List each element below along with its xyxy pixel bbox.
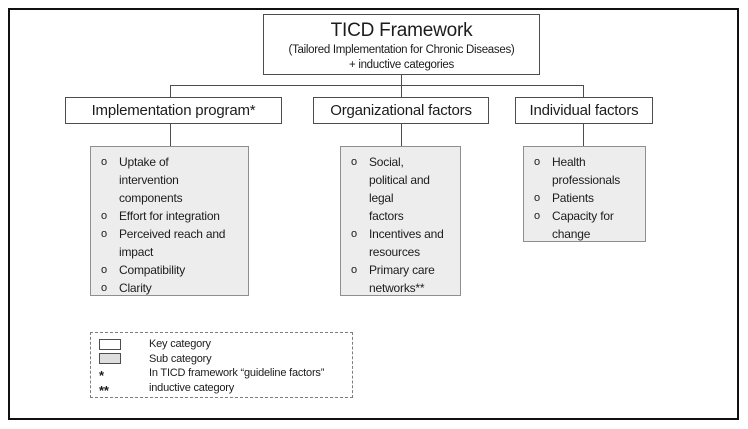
legend-symbol-cell [99,338,149,350]
list-item: o Clarity [99,279,244,297]
list-item-text: Patients [552,191,594,205]
list-item: o Social, political and legal factors [349,153,456,225]
connector-stub-organizational [401,124,402,146]
bullet-icon: o [101,264,107,276]
list-item-text: Health professionals [552,155,621,187]
connector-stub-implementation [170,124,171,146]
legend-row-double-asterisk: ** inductive category [99,380,346,398]
root-box-ticd-framework: TICD Framework (Tailored Implementation … [263,14,540,75]
bullet-icon: o [534,210,540,222]
connector-stub-individual [583,124,584,146]
legend-symbol-cell [99,353,149,365]
connector-drop-organizational [401,85,402,97]
list-item-text: Clarity [119,281,152,295]
connector-root-stem [401,75,402,85]
asterisk-icon: * [99,368,104,384]
connector-drop-implementation [170,85,171,97]
legend-label: Key category [149,338,211,351]
legend-label: In TICD framework “guideline factors” [149,367,325,380]
root-subtitle-line2: + inductive categories [349,59,454,71]
list-item: o Compatibility [99,261,244,279]
legend-label: Sub category [149,352,212,365]
legend-symbol-cell: ** [99,380,149,398]
bullet-icon: o [101,282,107,294]
list-item: o Primary care networks** [349,261,456,297]
list-item: o Uptake of intervention components [99,153,244,207]
connector-drop-individual [583,85,584,97]
list-item: o Capacity for change [532,207,641,243]
sub-category-swatch-icon [99,353,121,365]
legend-row-sub-category: Sub category [99,352,346,367]
list-item: o Patients [532,189,641,207]
list-item-text: Compatibility [119,263,186,277]
connector-horizontal-bar [170,85,584,86]
bullet-icon: o [534,156,540,168]
list-item: o Effort for integration [99,207,244,225]
list-item-text: Social, political and legal factors [369,155,430,223]
list-item: o Health professionals [532,153,641,189]
legend: Key category Sub category * In TICD fram… [90,332,353,398]
double-asterisk-icon: ** [99,382,109,398]
bullet-icon: o [101,210,107,222]
root-subtitle-line1: (Tailored Implementation for Chronic Dis… [288,44,515,56]
category-box-implementation-program: Implementation program* [65,97,282,124]
list-item-text: Effort for integration [119,209,220,223]
root-title: TICD Framework [330,20,473,41]
legend-label: inductive category [149,381,235,394]
bullet-icon: o [351,264,357,276]
category-box-individual-factors: Individual factors [515,97,653,124]
list-item-text: Incentives and resources [369,227,444,259]
legend-symbol-cell: * [99,365,149,384]
bullet-icon: o [101,228,107,240]
list-item-text: Perceived reach and impact [119,227,226,259]
list-item-text: Primary care networks** [369,263,435,295]
legend-row-single-asterisk: * In TICD framework “guideline factors” [99,365,346,384]
key-category-swatch-icon [99,338,121,350]
category-box-organizational-factors: Organizational factors [313,97,489,124]
list-item-text: Uptake of intervention components [119,155,183,205]
list-item: o Perceived reach and impact [99,225,244,261]
bullet-icon: o [351,156,357,168]
list-item-text: Capacity for change [552,209,614,241]
legend-row-key-category: Key category [99,337,346,352]
bullet-icon: o [351,228,357,240]
bullet-icon: o [101,156,107,168]
list-item: o Incentives and resources [349,225,456,261]
bullet-icon: o [534,192,540,204]
